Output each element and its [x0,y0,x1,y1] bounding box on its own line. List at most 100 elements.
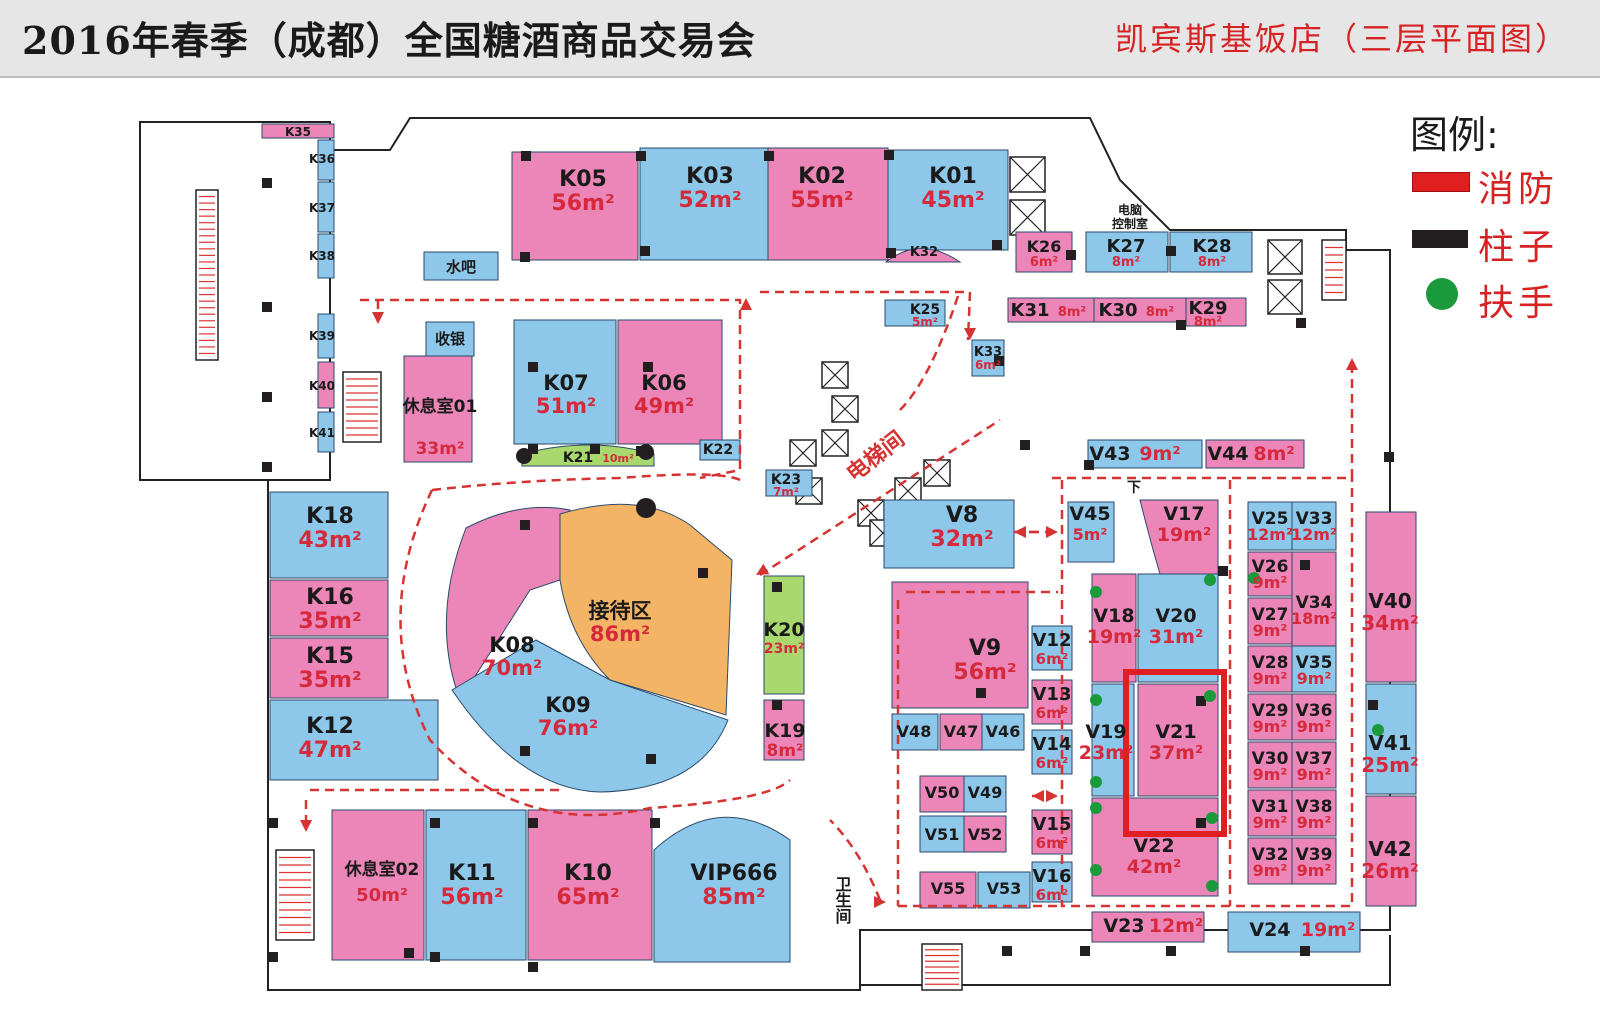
booth-cn[interactable] [559,503,733,716]
booth-k29[interactable] [1185,297,1247,327]
booth-02[interactable] [331,809,425,961]
booth-k10[interactable] [527,809,653,961]
booth-v15[interactable] [1031,809,1073,855]
booth-v30[interactable] [1247,741,1293,789]
booth-k11-area[interactable] [425,809,527,961]
booth-k29-area[interactable] [1185,297,1247,327]
booth-k37[interactable] [317,181,335,233]
booth-v9[interactable] [891,581,1029,709]
booth-v31-area[interactable] [1247,789,1293,837]
booth-v44[interactable] [1205,439,1305,469]
booth-cn-area[interactable] [559,503,733,716]
booth-v22[interactable] [1091,797,1219,897]
booth-k40[interactable] [317,361,335,409]
booth-k10-area[interactable] [527,809,653,961]
booth-01-area[interactable] [403,355,473,463]
booth-k03[interactable] [639,147,769,261]
booth-k28-area[interactable] [1169,231,1253,273]
booth-v35[interactable] [1291,645,1337,693]
booth-k25-area[interactable] [884,299,946,327]
booth-k26-area[interactable] [1015,231,1073,273]
booth-v49[interactable] [963,775,1007,813]
booth-v29-area[interactable] [1247,693,1293,741]
booth-v51[interactable] [919,815,965,853]
booth-k40-area[interactable] [317,361,335,409]
booth-v24[interactable] [1227,911,1361,953]
booth-k12[interactable] [269,699,439,781]
booth-k19[interactable] [763,699,805,761]
booth-k06-area[interactable] [617,319,723,445]
booth-v28[interactable] [1247,645,1293,693]
booth-k39-area[interactable] [317,313,335,359]
booth-k15-area[interactable] [269,637,389,699]
booth-v40[interactable] [1365,511,1417,683]
booth-02-area[interactable] [331,809,425,961]
booth-v33-area[interactable] [1291,501,1337,551]
booth-v13[interactable] [1031,679,1073,725]
booth-k25[interactable] [884,299,946,327]
booth-k30-area[interactable] [1093,297,1187,323]
booth-v38-area[interactable] [1291,789,1337,837]
booth-v52-area[interactable] [963,815,1007,853]
booth-v8[interactable] [883,499,1015,569]
booth-v45-area[interactable] [1067,501,1115,563]
booth-v39-area[interactable] [1291,837,1337,885]
booth-k23-area[interactable] [765,469,813,497]
booth-v49-area[interactable] [963,775,1007,813]
booth-k06[interactable] [617,319,723,445]
booth-k07[interactable] [513,319,617,445]
booth-k38[interactable] [317,233,335,279]
booth-v39[interactable] [1291,837,1337,885]
booth-v46[interactable] [981,713,1025,751]
booth-v53-area[interactable] [977,871,1031,909]
booth-v20-area[interactable] [1137,573,1219,683]
booth-v44-area[interactable] [1205,439,1305,469]
booth-v55-area[interactable] [919,871,977,909]
booth-k27-area[interactable] [1085,231,1169,273]
booth-v14[interactable] [1031,729,1073,775]
booth-v48[interactable] [891,713,939,751]
booth-v51-area[interactable] [919,815,965,853]
booth-v34[interactable] [1291,551,1337,647]
booth-v20[interactable] [1137,573,1219,683]
booth-v34-area[interactable] [1291,551,1337,647]
booth-k21[interactable] [521,444,655,467]
booth-v32[interactable] [1247,837,1293,885]
booth-k31[interactable] [1007,297,1095,323]
booth-v23[interactable] [1091,911,1205,943]
booth-v9-area[interactable] [891,581,1029,709]
booth-vip666[interactable] [653,816,791,963]
booth-k16-area[interactable] [269,579,389,637]
booth-v37-area[interactable] [1291,741,1337,789]
booth-k35[interactable] [261,123,335,139]
booth-k28[interactable] [1169,231,1253,273]
booth-v30-area[interactable] [1247,741,1293,789]
booth-v36[interactable] [1291,693,1337,741]
booth-v8-area[interactable] [883,499,1015,569]
booth-v24-area[interactable] [1227,911,1361,953]
booth-k38-area[interactable] [317,233,335,279]
booth-k36-area[interactable] [317,139,335,181]
booth-k15[interactable] [269,637,389,699]
booth-v46-area[interactable] [981,713,1025,751]
booth-k01-area[interactable] [887,149,1009,251]
booth-v35-area[interactable] [1291,645,1337,693]
booth-v50-area[interactable] [919,775,965,813]
booth-v22-area[interactable] [1091,797,1219,897]
booth-v12[interactable] [1031,625,1073,671]
booth-k11[interactable] [425,809,527,961]
booth-k27[interactable] [1085,231,1169,273]
booth-v50[interactable] [919,775,965,813]
booth-v23-area[interactable] [1091,911,1205,943]
booth-k41[interactable] [317,411,335,453]
booth-v33[interactable] [1291,501,1337,551]
booth-v12-area[interactable] [1031,625,1073,671]
booth-v27-area[interactable] [1247,597,1293,645]
booth-k31-area[interactable] [1007,297,1095,323]
booth-k41-area[interactable] [317,411,335,453]
booth-v52[interactable] [963,815,1007,853]
booth-k05[interactable] [511,151,639,261]
booth-k30[interactable] [1093,297,1187,323]
booth-v16-area[interactable] [1031,861,1073,903]
booth-k35-area[interactable] [261,123,335,139]
